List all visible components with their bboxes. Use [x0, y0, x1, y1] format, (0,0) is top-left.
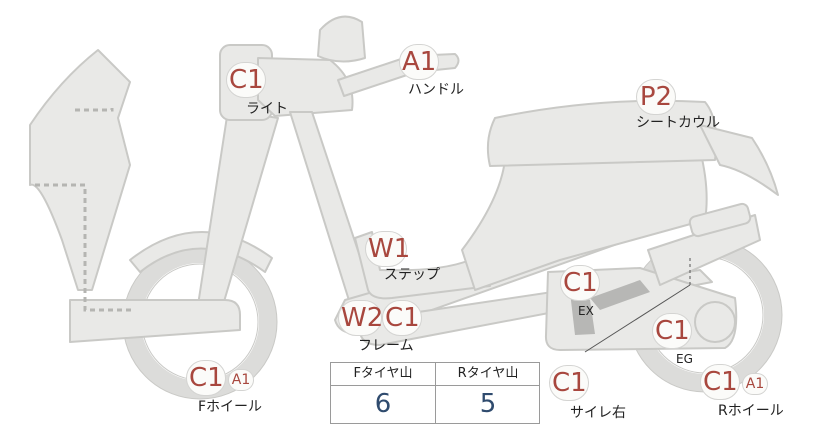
silencer-label: サイレ右 [570, 405, 626, 421]
frame-code-w2: W2 [338, 300, 383, 336]
front-tire-header: Fタイヤ山 [331, 363, 435, 386]
exhaust-label: EX [578, 304, 594, 318]
rear-cowl [699, 124, 779, 196]
table-divider [435, 363, 436, 423]
frame-label: フレーム [358, 338, 414, 354]
frame-code-c1: C1 [382, 300, 422, 336]
front-wheel-label: Fホイール [198, 399, 263, 415]
exhaust-pipe-2 [570, 292, 595, 335]
dotted-line-2 [35, 183, 135, 312]
handle-code: A1 [399, 44, 439, 80]
rear-wheel-label: Rホイール [718, 403, 784, 419]
front-cowl [29, 49, 131, 291]
tire-tread-table: Fタイヤ山 Rタイヤ山 6 5 [330, 362, 540, 424]
exhaust-code: C1 [560, 265, 600, 301]
front-wheel-subcode: A1 [228, 369, 254, 391]
handle-label: ハンドル [408, 82, 464, 98]
silencer-code: C1 [549, 365, 589, 401]
engine-code: C1 [652, 313, 692, 349]
rear-tire-header: Rタイヤ山 [436, 363, 540, 386]
shock [688, 202, 752, 238]
step-label: ステップ [384, 267, 440, 283]
seat [486, 99, 718, 167]
rear-wheel-code: C1 [700, 364, 740, 400]
rear-wheel-subcode: A1 [742, 373, 768, 395]
dotted-line-1 [75, 108, 114, 112]
rear-tire-value: 5 [479, 389, 497, 419]
front-lower-body [69, 299, 241, 343]
front-tire-value: 6 [374, 389, 392, 419]
frame-downtube [289, 111, 376, 311]
step-code: W1 [365, 231, 410, 267]
light-label: ライト [246, 101, 288, 117]
seat-cowl-code: P2 [636, 79, 676, 115]
front-wheel-code: C1 [186, 360, 226, 396]
leader-line [584, 284, 691, 353]
engine-hub [694, 301, 736, 343]
light-code: C1 [226, 62, 266, 98]
seat-cowl-label: シートカウル [636, 115, 720, 131]
engine-label: EG [676, 352, 693, 366]
windscreen [317, 15, 366, 63]
exhaust-pipe [590, 280, 650, 310]
